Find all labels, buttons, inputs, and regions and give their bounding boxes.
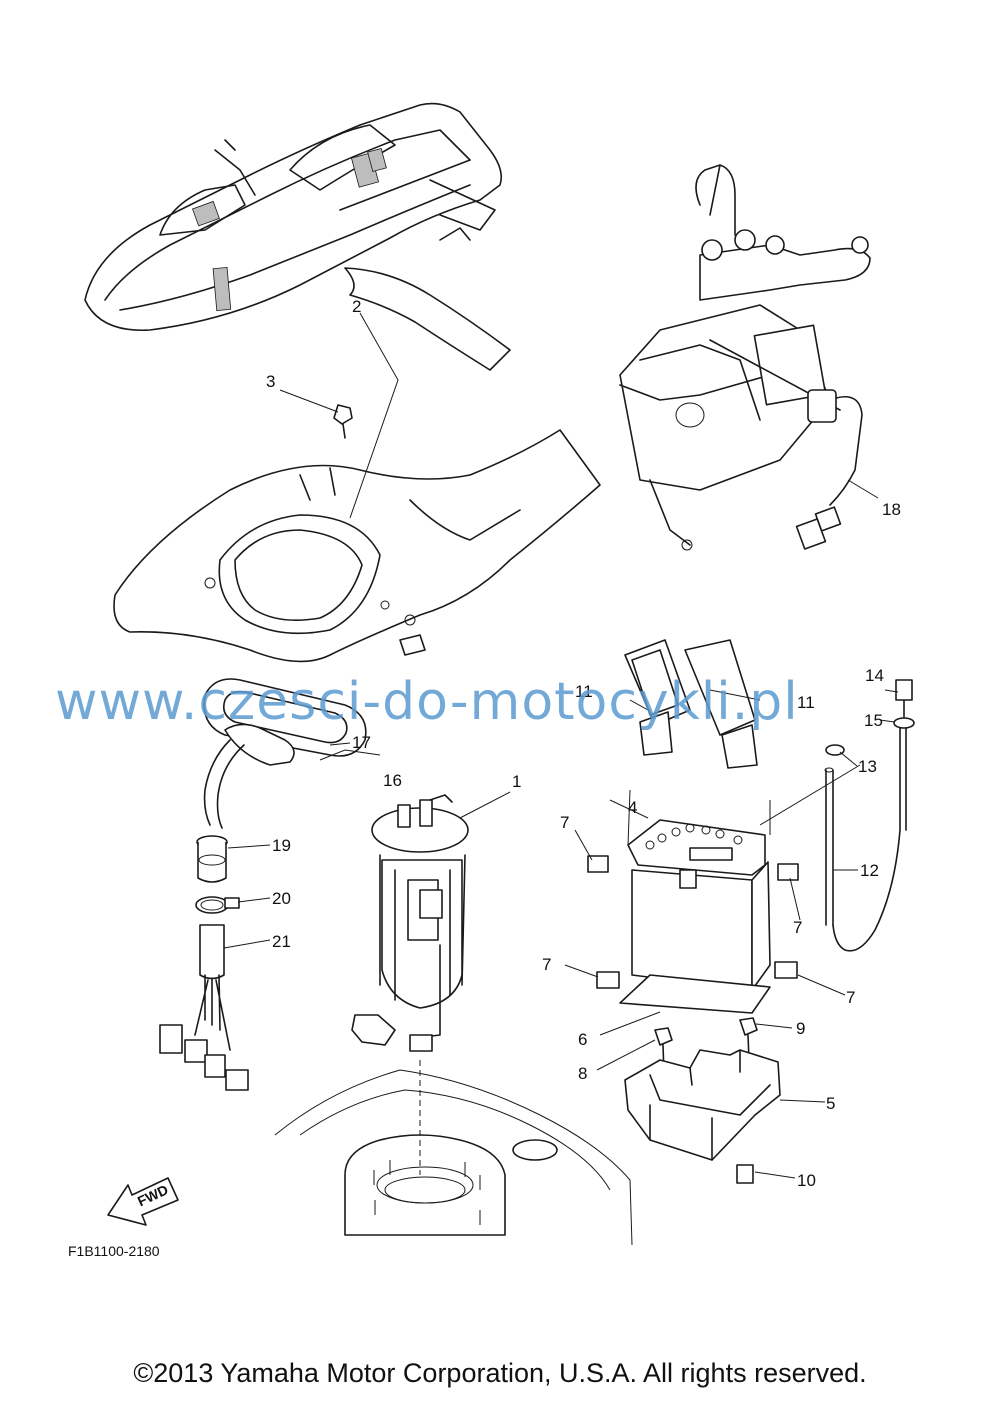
part-label: 7 <box>846 988 855 1007</box>
part-label: 6 <box>578 1030 587 1049</box>
part-label: 20 <box>272 889 291 908</box>
fuel-pump-cover-16-17 <box>203 678 367 829</box>
pad-part-7 <box>587 855 799 989</box>
clip-part-13 <box>825 744 845 756</box>
plate-part-6 <box>619 974 771 1014</box>
part-label: 3 <box>266 372 275 391</box>
part-label: 9 <box>796 1019 805 1038</box>
breather-parts-14-15 <box>832 679 915 952</box>
part-labels: 1 2 3 4 5 6 7 7 7 7 8 9 10 11 11 12 13 1… <box>266 297 901 1190</box>
part-label: 11 <box>797 693 815 712</box>
battery-box-part-5 <box>624 1049 781 1161</box>
screw-part-3 <box>333 404 353 439</box>
watermark-text: www.czesci-do-motocykli.pl <box>55 672 799 732</box>
fwd-arrow-icon: FWD <box>107 1177 179 1226</box>
figure-code: F1B1100-2180 <box>68 1243 160 1259</box>
part-label: 16 <box>383 771 402 790</box>
fuel-tank <box>274 1060 633 1246</box>
harness-part-21 <box>159 924 249 1091</box>
part-label: 18 <box>882 500 901 519</box>
part-label: 1 <box>512 772 521 791</box>
part-label: 7 <box>793 918 802 937</box>
part-label: 19 <box>272 836 291 855</box>
sensor-part-18 <box>795 389 863 550</box>
seal-part-2 <box>344 267 511 371</box>
part-label: 12 <box>860 861 879 880</box>
part-label: 10 <box>797 1171 816 1190</box>
hull-deck-cover <box>113 429 601 663</box>
part-label: 17 <box>352 733 371 752</box>
copyright-notice: ©2013 Yamaha Motor Corporation, U.S.A. A… <box>133 1358 867 1388</box>
part-label: 7 <box>542 955 551 974</box>
nut-part-10 <box>736 1164 754 1184</box>
watercraft-overview <box>84 102 503 332</box>
steering-assembly <box>619 164 871 551</box>
clamp-part-20 <box>195 896 240 914</box>
part-label: 8 <box>578 1064 587 1083</box>
fuel-pump-part-1 <box>351 794 469 1052</box>
hose-part-12 <box>824 767 834 926</box>
battery-part-4 <box>627 819 771 991</box>
battery-strap-part-11 <box>624 639 758 769</box>
part-label: 7 <box>560 813 569 832</box>
part-label: 5 <box>826 1094 835 1113</box>
grommet-part-19 <box>196 835 228 883</box>
part-label: 15 <box>864 711 883 730</box>
part-label: 21 <box>272 932 291 951</box>
part-label: 11 <box>575 682 593 701</box>
part-label: 4 <box>628 798 637 817</box>
part-label: 2 <box>352 297 361 316</box>
part-label: 14 <box>865 666 884 685</box>
leader-lines <box>223 312 899 1179</box>
part-label: 13 <box>858 757 877 776</box>
